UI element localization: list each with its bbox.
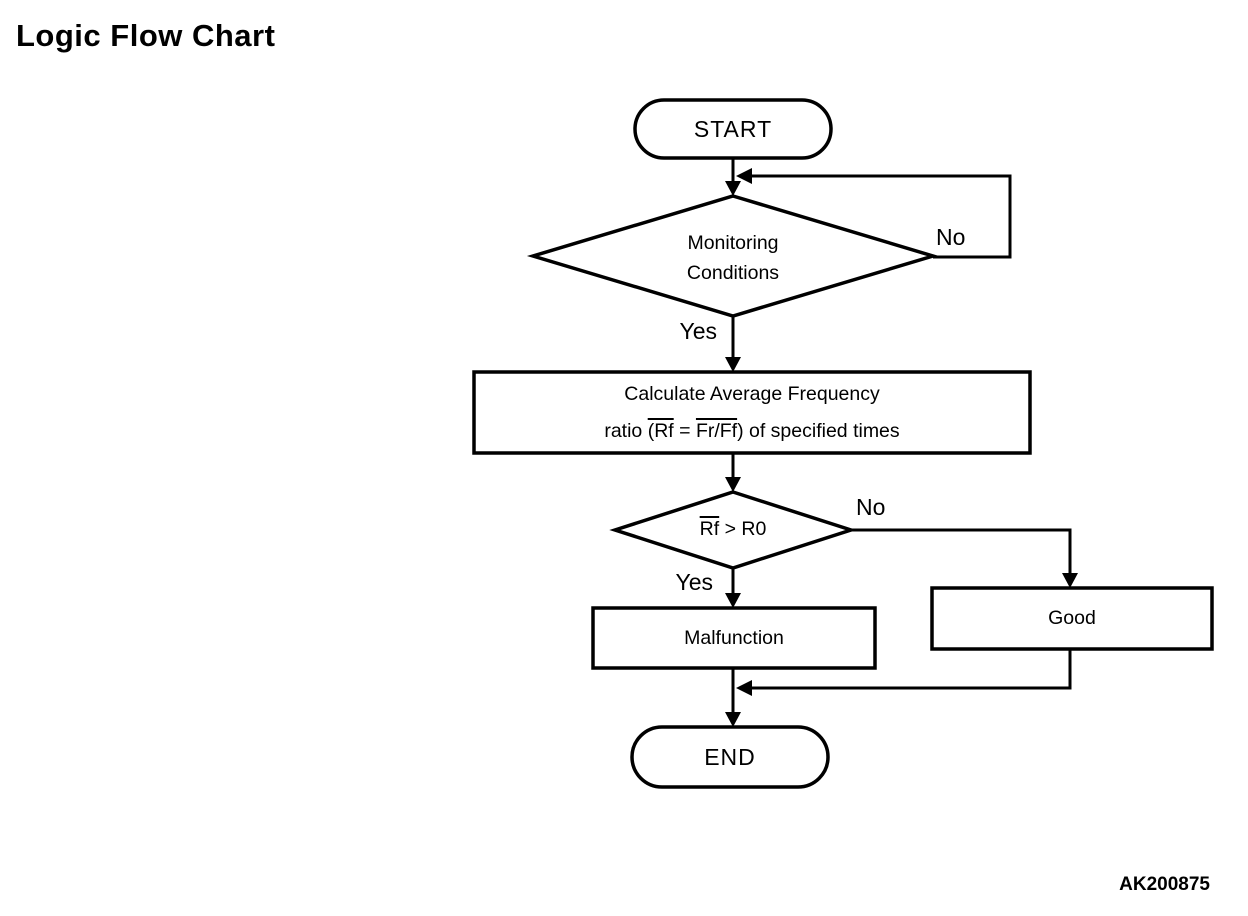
end-node-label: END bbox=[704, 744, 756, 770]
monitoring-no-label: No bbox=[936, 224, 966, 250]
rfcheck-rest: > R0 bbox=[719, 518, 767, 540]
good-node-label: Good bbox=[1048, 607, 1096, 629]
figure-code: AK200875 bbox=[1119, 874, 1210, 895]
start-node-label: START bbox=[693, 116, 773, 142]
connector-lines bbox=[731, 158, 1072, 715]
end-node-shape bbox=[630, 725, 830, 789]
rfcheck-no-label: No bbox=[856, 494, 886, 520]
monitoring-decision-shape bbox=[526, 194, 940, 318]
arrowhead-merge-left bbox=[736, 680, 752, 696]
rfcheck-node-label: Rf > R0 bbox=[615, 518, 851, 541]
arrowhead-rfcheck-top bbox=[725, 477, 741, 492]
arrowhead-malfunction-top bbox=[725, 593, 741, 608]
rfcheck-yes-label: Yes bbox=[675, 569, 713, 595]
arrowheads bbox=[725, 168, 1078, 727]
start-node-shape bbox=[633, 98, 833, 160]
calculate-line2-overline1: (Rf bbox=[647, 420, 674, 442]
rfcheck-overline: Rf bbox=[699, 518, 720, 540]
calculate-label-line1: Calculate Average Frequency bbox=[624, 383, 880, 405]
node-shapes bbox=[472, 98, 1214, 789]
arrowhead-monitoring-top bbox=[725, 181, 741, 196]
arrowhead-end-top bbox=[725, 712, 741, 727]
calculate-line2-mid: = bbox=[673, 420, 696, 442]
monitoring-label-line1: Monitoring bbox=[687, 232, 779, 254]
calculate-label-line2: ratio (Rf = Fr/Ff) of specified times bbox=[474, 420, 1030, 443]
malfunction-node-label: Malfunction bbox=[684, 627, 784, 649]
monitoring-label-line2: Conditions bbox=[686, 262, 780, 284]
arrowhead-calculate-top bbox=[725, 357, 741, 372]
calculate-line2-suffix: ) of specified times bbox=[737, 420, 900, 442]
monitoring-yes-label: Yes bbox=[679, 318, 717, 344]
arrowhead-loop-left bbox=[736, 168, 752, 184]
good-process-shape bbox=[930, 586, 1214, 651]
page-title: Logic Flow Chart bbox=[16, 18, 276, 53]
edge-good-to-merge bbox=[751, 649, 1072, 690]
calculate-line2-overline2: Fr/Ff bbox=[695, 420, 738, 442]
calculate-line2-prefix: ratio bbox=[604, 420, 648, 442]
arrowhead-good-top bbox=[1062, 573, 1078, 588]
edge-monitoring-no-loop bbox=[751, 174, 1012, 259]
rfcheck-decision-shape bbox=[609, 490, 857, 570]
malfunction-process-shape bbox=[591, 606, 877, 670]
calculate-process-shape bbox=[472, 370, 1032, 455]
edge-rfcheck-no bbox=[851, 528, 1072, 576]
monitoring-node-label: Monitoring Conditions bbox=[533, 228, 933, 288]
